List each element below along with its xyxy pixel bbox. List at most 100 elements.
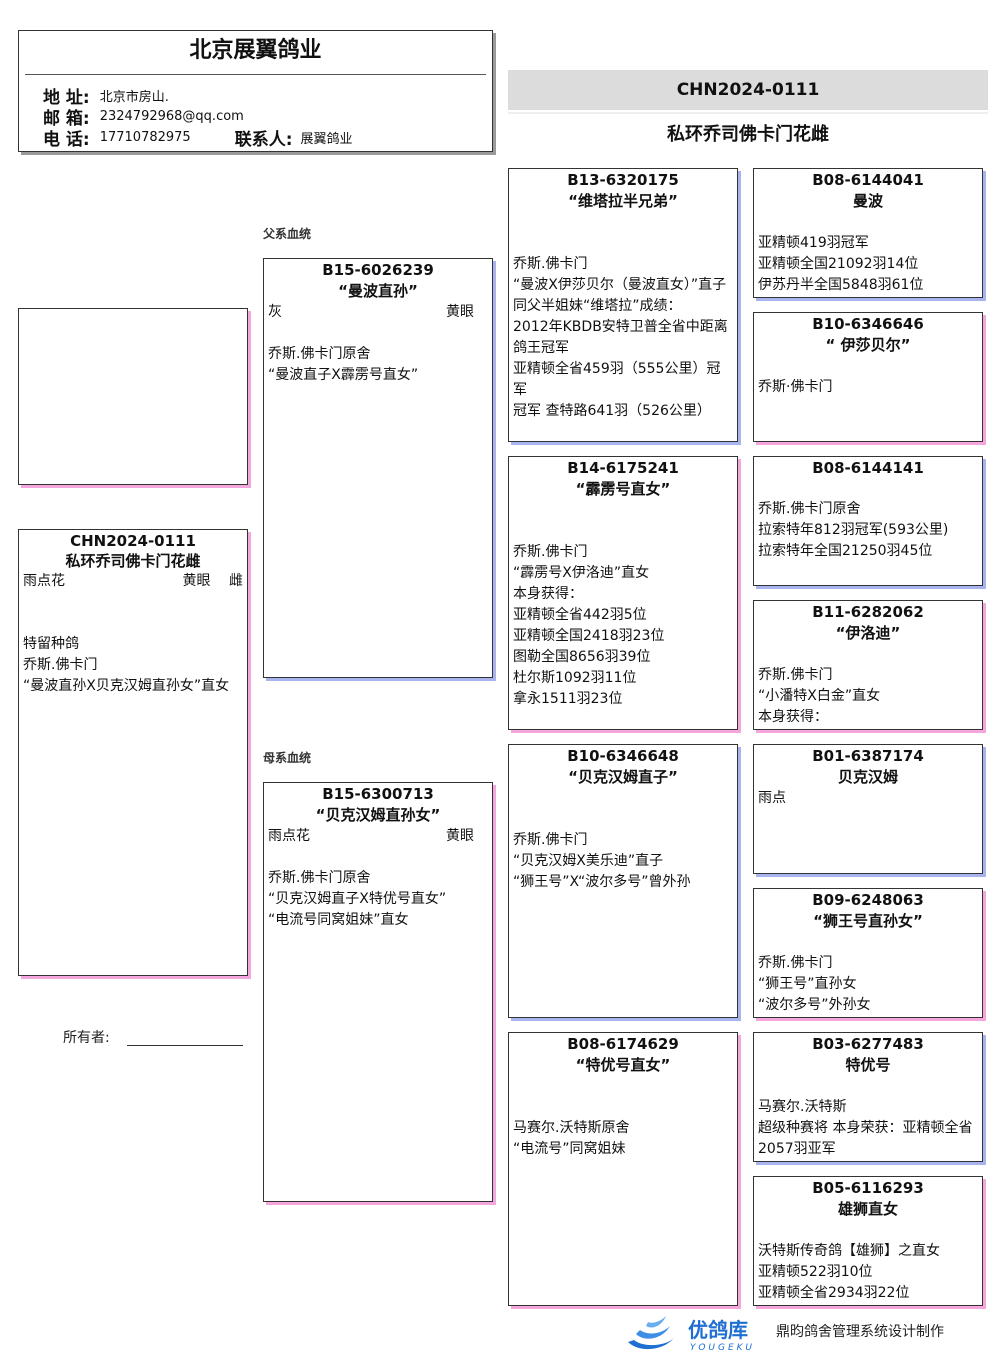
- footer-tagline: 鼎昀鸽舍管理系统设计制作: [776, 1324, 944, 1340]
- ggp-name: “狮王号直孙女”: [813, 912, 923, 930]
- ggp-note: “波尔多号”外孙女: [758, 997, 871, 1013]
- gp-note: “曼波X伊莎贝尔（曼波直女）”直子: [513, 277, 727, 293]
- gp-note: 乔斯.佛卡门: [513, 256, 588, 272]
- gp-note: 同父半姐妹“维塔拉”成绩：: [513, 298, 682, 314]
- subject-sex: 雌: [229, 573, 243, 589]
- ggp-notes: 乔斯.佛卡门原舍 拉索特年812羽冠军(593公里) 拉索特年全国21250羽4…: [754, 478, 982, 562]
- ggp-note: 沃特斯传奇鸽【雄狮】之直女: [758, 1243, 940, 1259]
- ggp-notes: 乔斯·佛卡门: [754, 356, 982, 398]
- ggp-note: 拉索特年全国21250羽45位: [758, 543, 933, 559]
- ggp-note: “狮王号”直孙女: [758, 976, 857, 992]
- ggp-note: 伊苏丹半全国5848羽61位: [758, 277, 924, 293]
- sire-eye: 黄眼: [446, 304, 474, 320]
- address-label: 地 址:: [43, 88, 90, 108]
- ggp-card-7: B03-6277483 特优号 马赛尔.沃特斯 超级种赛将 本身荣获：亚精顿全省…: [753, 1032, 983, 1162]
- gp-notes: 乔斯.佛卡门 “曼波X伊莎贝尔（曼波直女）”直子 同父半姐妹“维塔拉”成绩： 2…: [509, 212, 737, 422]
- owner-field: 所有者:: [63, 1028, 110, 1048]
- gp-note: 乔斯.佛卡门: [513, 544, 588, 560]
- gp-ring: B13-6320175: [567, 171, 679, 189]
- ggp-name: 特优号: [845, 1056, 891, 1074]
- granddam-maternal-card: B08-6174629 “特优号直女” 马赛尔.沃特斯原舍 “电流号”同窝姐妹: [508, 1032, 738, 1306]
- gp-note: [513, 521, 733, 542]
- header-divider: [25, 74, 486, 75]
- dam-line-label: 母系血统: [263, 751, 312, 765]
- ggp-card-2: B10-6346646 “ 伊莎贝尔” 乔斯·佛卡门: [753, 312, 983, 442]
- gp-note: 冠军 查特路641羽（526公里）: [513, 403, 711, 419]
- ggp-ring: B05-6116293: [812, 1179, 924, 1197]
- gp-notes: 乔斯.佛卡门 “霹雳号X伊洛迪”直女 本身获得： 亚精顿全省442羽5位 亚精顿…: [509, 500, 737, 710]
- ggp-note: 亚精顿522羽10位: [758, 1264, 873, 1280]
- gp-note: 图勒全国8656羽39位: [513, 649, 651, 665]
- ggp-note: 亚精顿全国21092羽14位: [758, 256, 919, 272]
- ggp-ring: B08-6144141: [812, 459, 924, 477]
- gp-note: [513, 1076, 733, 1097]
- ggp-notes: 沃特斯传奇鸽【雄狮】之直女 亚精顿522羽10位 亚精顿全省2934羽22位: [754, 1220, 982, 1304]
- phone-value: 17710782975: [99, 130, 191, 145]
- photo-placeholder: [18, 308, 248, 485]
- sire-notes: 乔斯.佛卡门原舍 “曼波直子X霹雳号直女”: [264, 323, 492, 386]
- phone-row: 电 话: 17710782975 联系人: 展翼鸽业: [43, 127, 353, 150]
- ggp-note: 超级种赛将 本身荣获：亚精顿全省2057羽亚军: [758, 1120, 973, 1157]
- brand-name: 优鸽库: [688, 1318, 748, 1342]
- gp-note: 马赛尔.沃特斯原舍: [513, 1120, 630, 1136]
- ggp-note: [758, 644, 978, 665]
- owner-label: 所有者:: [63, 1030, 110, 1046]
- sire-line-label: 父系血统: [263, 227, 312, 241]
- subject-note: [23, 613, 243, 634]
- ggp-ring: B08-6144041: [812, 171, 924, 189]
- subject-note: 特留种鸽: [23, 636, 79, 652]
- gp-ring: B10-6346648: [567, 747, 679, 765]
- ggp-ring: B10-6346646: [812, 315, 924, 333]
- ggp-note: [758, 1076, 978, 1097]
- ggp-notes: 乔斯.佛卡门 “狮王号”直孙女 “波尔多号”外孙女: [754, 932, 982, 1016]
- breeder-header: 北京展翼鸽业 地 址: 北京市房山. 邮 箱: 2324792968@qq.co…: [18, 30, 493, 152]
- gp-name: “贝克汉姆直子”: [568, 768, 678, 786]
- ggp-note: 乔斯.佛卡门: [758, 667, 833, 683]
- sire-note: [268, 323, 488, 344]
- subject-name: 私环乔司佛卡门花雌: [65, 552, 201, 570]
- email-label: 邮 箱:: [43, 109, 90, 129]
- gp-note: [513, 1097, 733, 1118]
- gp-notes: 马赛尔.沃特斯原舍 “电流号”同窝姐妹: [509, 1076, 737, 1160]
- brand-name-en: YOUGEKU: [690, 1343, 756, 1353]
- address-value: 北京市房山.: [99, 90, 169, 105]
- subject-meta: 雨点花 黄眼 雌: [19, 571, 247, 592]
- subject-eye: 黄眼: [182, 573, 211, 589]
- gp-note: 亚精顿全省459羽（555公里）冠军: [513, 361, 721, 398]
- email-value: 2324792968@qq.com: [99, 109, 244, 124]
- ggp-note: 马赛尔.沃特斯: [758, 1099, 847, 1115]
- dam-card: B15-6300713 “贝克汉姆直孙女” 雨点花 黄眼 乔斯.佛卡门原舍 “贝…: [263, 782, 493, 1202]
- ggp-ring: B11-6282062: [812, 603, 924, 621]
- ggp-ring: B03-6277483: [812, 1035, 924, 1053]
- sire-note: 乔斯.佛卡门原舍: [268, 346, 371, 362]
- gp-notes: 乔斯.佛卡门 “贝克汉姆X美乐迪”直子 “狮王号”X“波尔多号”曾外孙: [509, 788, 737, 893]
- gp-note: 亚精顿全国2418羽23位: [513, 628, 665, 644]
- gp-name: “特优号直女”: [575, 1056, 671, 1074]
- dam-note: [268, 847, 488, 868]
- sire-color: 灰: [268, 304, 282, 320]
- gp-note: 2012年KBDB安特卫普全省中距离鸽王冠军: [513, 319, 728, 356]
- banner-bird-name: 私环乔司佛卡门花雌: [667, 124, 829, 145]
- dam-ring: B15-6300713: [322, 785, 434, 803]
- gp-note: 亚精顿全省442羽5位: [513, 607, 647, 623]
- gp-note: [513, 809, 733, 830]
- gp-note: “贝克汉姆X美乐迪”直子: [513, 853, 664, 869]
- ggp-note: [758, 932, 978, 953]
- dam-note: “贝克汉姆直子X特优号直女”: [268, 891, 447, 907]
- ring-banner: CHN2024-0111: [508, 70, 988, 112]
- dam-note: “电流号同窝姐妹”直女: [268, 912, 409, 928]
- subject-note: “曼波直孙X贝克汉姆直孙女”直女: [23, 678, 230, 694]
- gp-note: [513, 212, 733, 233]
- ggp-note: 亚精顿419羽冠军: [758, 235, 869, 251]
- ggp-notes: 雨点: [754, 788, 982, 809]
- gp-ring: B08-6174629: [567, 1035, 679, 1053]
- gp-note: 拿永1511羽23位: [513, 691, 623, 707]
- company-name: 北京展翼鸽业: [189, 38, 322, 63]
- ggp-card-5: B01-6387174 贝克汉姆 雨点: [753, 744, 983, 874]
- dam-eye: 黄眼: [446, 828, 474, 844]
- gp-note: “霹雳号X伊洛迪”直女: [513, 565, 650, 581]
- sire-meta: 灰 黄眼: [264, 302, 492, 323]
- dam-meta: 雨点花 黄眼: [264, 826, 492, 847]
- gp-note: “电流号”同窝姐妹: [513, 1141, 626, 1157]
- ggp-note: [758, 356, 978, 377]
